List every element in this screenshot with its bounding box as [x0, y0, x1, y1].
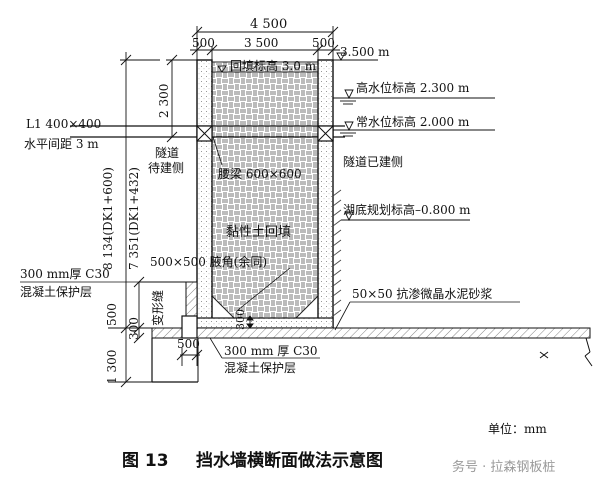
dim-bottom-1300: 1 300 [105, 350, 119, 384]
tunnel-built-label: 隧道已建侧 [343, 154, 403, 169]
lake-bottom-marker [341, 211, 470, 222]
tunnel-pending-label-1: 隧道 [155, 145, 179, 160]
right-wall [317, 59, 334, 329]
clay-backfill-label: 黏性土回填 [226, 224, 291, 240]
top-dimensions [190, 26, 340, 60]
figure-number: 图 13 [122, 451, 169, 471]
watermark: 务号 · 拉森钢板桩 [452, 459, 555, 475]
lake-bottom-label: 湖底规划标高–0.800 m [343, 202, 471, 217]
dim-wall-right: 500 [312, 36, 335, 50]
dim-wall-left: 500 [192, 36, 215, 50]
joint-footing [181, 315, 198, 339]
waist-beam-left [196, 125, 213, 142]
dim-long-b: 7 351(DK1+432) [127, 167, 141, 270]
clay-backfill-area [211, 61, 319, 319]
base-slab [196, 317, 334, 329]
left-protect-label-2: 混凝土保护层 [20, 284, 92, 299]
dim-long-a: 8 134(DK1+600) [101, 167, 115, 270]
left-protect-label-1: 300 mm厚 C30 [20, 267, 110, 281]
leader-haunch [237, 267, 291, 311]
deform-joint-label: 变形缝 [150, 290, 165, 326]
high-water-label: 高水位标高 2.300 m [356, 80, 470, 95]
waist-beam-label: 腰梁 600×600 [218, 166, 302, 181]
bottom-protect-label-1: 300 mm 厚 C30 [224, 344, 318, 358]
dim-base-500: 500 [105, 303, 119, 326]
beam-spacing-label: 水平间距 3 m [24, 137, 99, 151]
leader-mortar [334, 301, 351, 331]
dim-2300 [166, 54, 197, 143]
dim-base-300: 300 [127, 317, 141, 340]
left-wall [196, 59, 213, 329]
right-sheet-pile [332, 189, 342, 328]
dim-gap-300 [246, 315, 254, 329]
waist-beam-right [317, 125, 334, 142]
tunnel-pending-label-2: 待建侧 [148, 161, 184, 175]
dim-inner-width: 3 500 [244, 36, 278, 50]
haunch-label: 500×500 腋角(余同) [150, 254, 267, 269]
normal-water-label: 常水位标高 2.000 m [356, 114, 470, 129]
figure-title: 挡水墙横断面做法示意图 [196, 450, 383, 471]
dim-total-width: 4 500 [250, 17, 287, 32]
dim-2300-label: 2 300 [157, 84, 171, 118]
high-water-marker [333, 89, 495, 105]
bottom-protect-layer [151, 327, 591, 339]
bottom-protect-label-2: 混凝土保护层 [224, 360, 296, 375]
dim-foot-500 [176, 340, 203, 366]
leader-bottom-protect [209, 337, 223, 359]
mortar-label: 50×50 抗渗微晶水泥砂浆 [352, 286, 492, 301]
leader-waist-beam [212, 136, 223, 166]
beam-l1-label: L1 400×400 [26, 117, 101, 131]
normal-water-marker [333, 121, 495, 137]
dim-foot-500-label: 500 [177, 337, 200, 351]
backfill-elev-label: 回填标高 3.0 m [230, 58, 317, 73]
elev-top-label: 3.500 m [340, 45, 390, 59]
unit-label: 单位：mm [488, 421, 547, 436]
dim-gap-300-label: 300 [234, 309, 247, 330]
